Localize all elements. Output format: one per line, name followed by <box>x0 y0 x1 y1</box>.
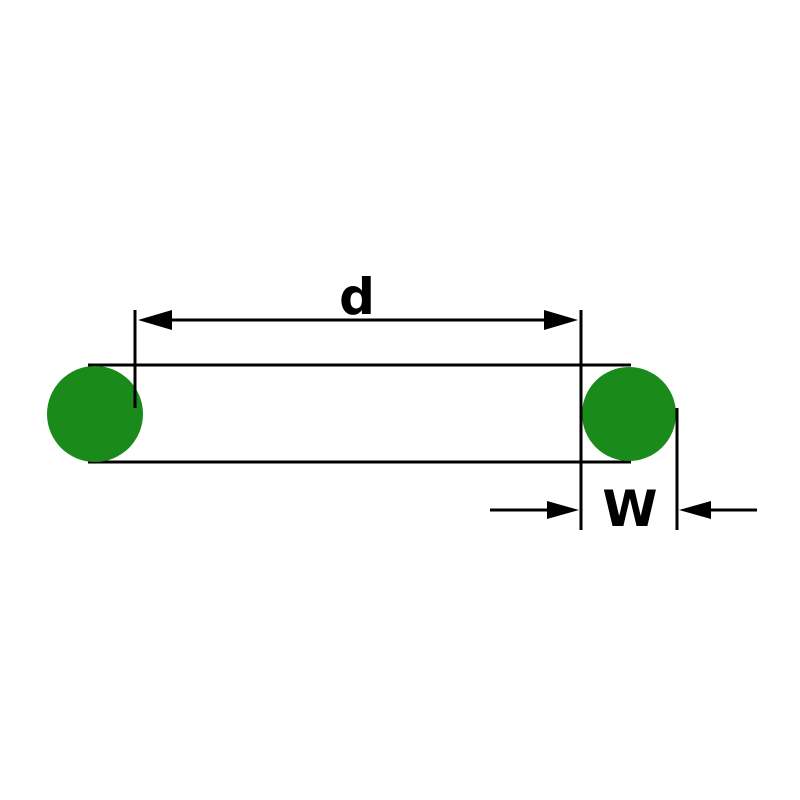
oring-left-cross-section <box>47 366 143 462</box>
oring-right-cross-section <box>582 367 676 461</box>
width-arrowhead-right-icon <box>679 501 711 519</box>
inner-diameter-arrowhead-left-icon <box>138 310 172 330</box>
inner-diameter-arrowhead-right-icon <box>544 310 578 330</box>
width-arrowhead-left-icon <box>547 501 579 519</box>
inner-diameter-label: d <box>339 268 375 326</box>
width-label: W <box>602 480 657 538</box>
